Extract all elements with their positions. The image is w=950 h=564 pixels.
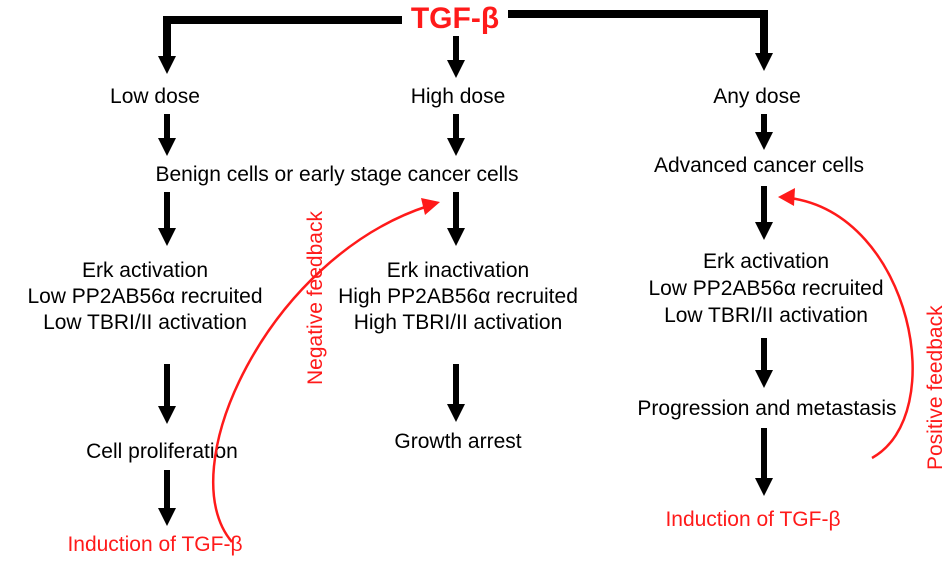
bracket-right [508, 10, 768, 55]
advanced-cells-label: Advanced cancer cells [654, 154, 864, 177]
arrow-low-to-cells-head [158, 138, 176, 156]
negative-feedback-arrowhead [421, 198, 440, 215]
arrow-left-outcome-to-induction-head [158, 508, 176, 526]
induction-left-label: Induction of TGF-β [67, 533, 242, 556]
arrow-left-effects-to-outcome-head [158, 406, 176, 424]
dose-low: Low dose [110, 85, 200, 108]
arrowhead-right-branch [755, 53, 773, 71]
arrow-middle-effects-to-outcome-head [447, 404, 465, 422]
bracket-left [163, 16, 402, 58]
arrowhead-left-branch [158, 56, 176, 74]
positive-feedback-curve [789, 196, 914, 460]
effect-left-line-2: Low PP2AB56α recruited [27, 285, 262, 308]
arrow-right-cells-to-effects-head [755, 222, 773, 240]
dose-any: Any dose [713, 85, 801, 108]
effect-left-line-1: Erk activation [82, 259, 208, 282]
effect-middle-line-2: High PP2AB56α recruited [338, 285, 578, 308]
effects-left: Erk activation Low PP2AB56α recruited Lo… [27, 259, 262, 334]
outcome-growth-arrest: Growth arrest [394, 430, 521, 453]
negative-feedback-curve [211, 204, 429, 543]
arrow-right-effects-to-outcome-head [755, 370, 773, 388]
arrow-middle-cells-to-effects-head [447, 228, 465, 246]
effect-middle-line-3: High TBRI/II activation [354, 311, 563, 334]
arrow-left-cells-to-effects-head [158, 228, 176, 246]
negative-feedback-label: Negative feedback [304, 211, 327, 385]
effects-right: Erk activation Low PP2AB56α recruited Lo… [648, 250, 883, 327]
outcome-progression-metastasis: Progression and metastasis [637, 397, 896, 420]
effect-left-line-3: Low TBRI/II activation [43, 311, 247, 334]
dose-high: High dose [411, 85, 506, 108]
arrow-high-to-cells-head [447, 138, 465, 156]
effects-middle: Erk inactivation High PP2AB56α recruited… [338, 259, 578, 334]
arrowhead-middle-branch [447, 60, 465, 78]
positive-feedback-arrowhead [778, 188, 795, 206]
benign-cells-label: Benign cells or early stage cancer cells [155, 163, 518, 186]
positive-feedback-label: Positive feedback [924, 305, 947, 470]
effect-middle-line-1: Erk inactivation [387, 259, 529, 282]
effect-right-line-1: Erk activation [703, 250, 829, 273]
outcome-cell-proliferation: Cell proliferation [86, 440, 238, 463]
arrow-any-to-cells-head [755, 132, 773, 150]
effect-right-line-3: Low TBRI/II activation [664, 304, 868, 327]
effect-right-line-2: Low PP2AB56α recruited [648, 277, 883, 300]
induction-right-label: Induction of TGF-β [665, 508, 840, 531]
arrow-right-outcome-to-induction-head [755, 478, 773, 496]
title: TGF-β [411, 2, 499, 35]
